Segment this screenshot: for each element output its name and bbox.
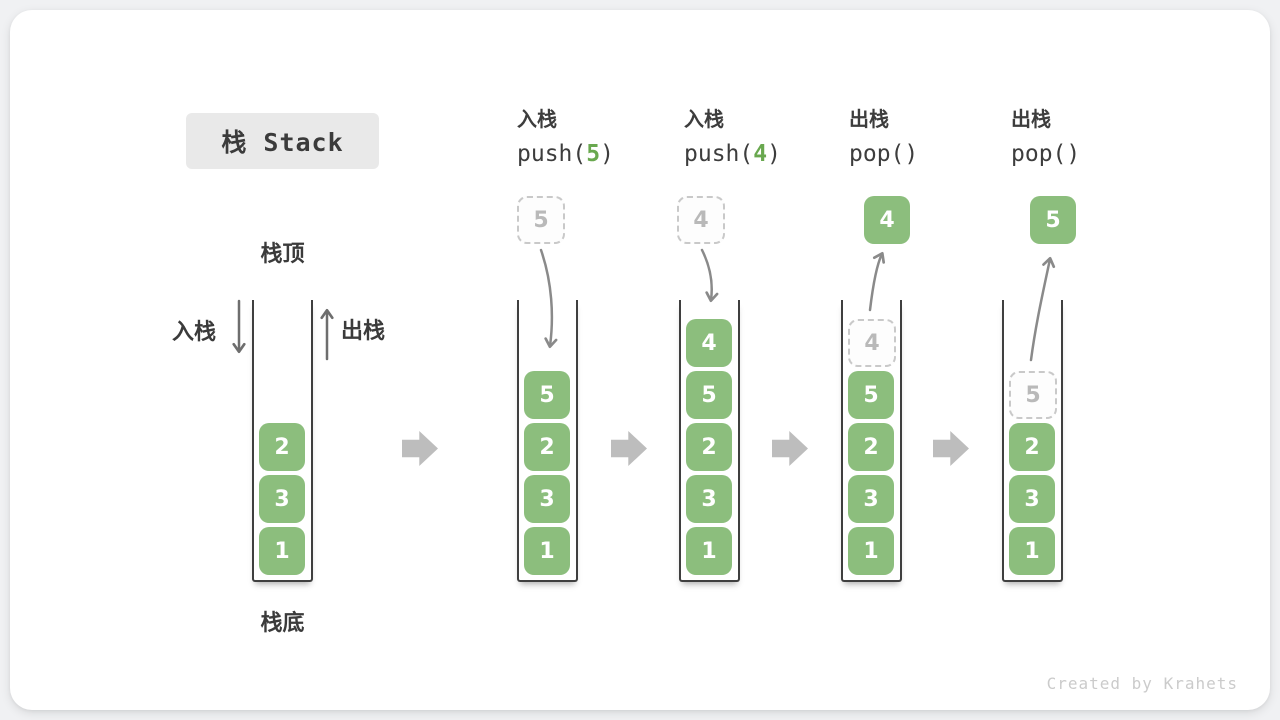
- push-side-label: 入栈: [172, 319, 217, 344]
- stack-cell: 1: [259, 527, 305, 575]
- op-label-pop-1: 出栈 pop(): [849, 110, 918, 166]
- stack-cell: 3: [1009, 475, 1055, 523]
- incoming-ghost-box: 5: [517, 196, 565, 244]
- stack-cell: 5: [686, 371, 732, 419]
- watermark: Created by Krahets: [1046, 674, 1238, 693]
- code-post: ): [904, 141, 919, 167]
- pop-side-label: 出栈: [341, 318, 386, 343]
- popped-ghost-slot: 5: [1009, 371, 1057, 419]
- stack-cell: 3: [259, 475, 305, 523]
- stack-bottom-label: 栈底: [260, 610, 305, 635]
- stack-cell: 3: [524, 475, 570, 523]
- stack-well-3: [679, 300, 740, 582]
- op-code-label: pop(): [1011, 143, 1080, 166]
- op-label-push-5: 入栈 push(5): [517, 110, 614, 166]
- stack-cell: 1: [524, 527, 570, 575]
- stack-top-label: 栈顶: [260, 241, 305, 266]
- stack-cell: 1: [848, 527, 894, 575]
- op-label-pop-2: 出栈 pop(): [1011, 110, 1080, 166]
- stack-well-5: [1002, 300, 1063, 582]
- op-action-label: 出栈: [1011, 109, 1051, 131]
- stack-cell: 2: [1009, 423, 1055, 471]
- code-pre: pop(: [1011, 141, 1067, 167]
- stack-cell: 3: [848, 475, 894, 523]
- code-pre: pop(: [849, 141, 905, 167]
- stack-well-1: [252, 300, 313, 582]
- stack-cell: 5: [848, 371, 894, 419]
- stack-cell: 4: [686, 319, 732, 367]
- code-arg: 4: [753, 141, 768, 167]
- op-action-label: 入栈: [517, 109, 557, 131]
- code-post: ): [1066, 141, 1081, 167]
- op-label-push-4: 入栈 push(4): [684, 110, 781, 166]
- stack-cell: 3: [686, 475, 732, 523]
- stack-cell: 2: [848, 423, 894, 471]
- outgoing-box: 4: [864, 196, 910, 244]
- popped-ghost-slot: 4: [848, 319, 896, 367]
- op-action-label: 入栈: [684, 109, 724, 131]
- stack-cell: 1: [686, 527, 732, 575]
- stack-cell: 5: [524, 371, 570, 419]
- stack-cell: 1: [1009, 527, 1055, 575]
- code-post: ): [767, 141, 781, 167]
- incoming-ghost-box: 4: [677, 196, 725, 244]
- stack-cell: 2: [686, 423, 732, 471]
- op-code-label: push(5): [517, 143, 614, 166]
- op-action-label: 出栈: [849, 109, 889, 131]
- page-title: 栈 Stack: [221, 128, 344, 157]
- stack-cell: 2: [259, 423, 305, 471]
- outgoing-box: 5: [1030, 196, 1076, 244]
- op-code-label: pop(): [849, 143, 918, 166]
- code-pre: push(: [517, 141, 587, 167]
- code-post: ): [600, 141, 614, 167]
- code-pre: push(: [684, 141, 754, 167]
- stack-well-4: [841, 300, 902, 582]
- op-code-label: push(4): [684, 143, 781, 166]
- stack-well-2: [517, 300, 578, 582]
- title-badge: 栈 Stack: [186, 113, 379, 169]
- code-arg: 5: [586, 141, 601, 167]
- stack-cell: 2: [524, 423, 570, 471]
